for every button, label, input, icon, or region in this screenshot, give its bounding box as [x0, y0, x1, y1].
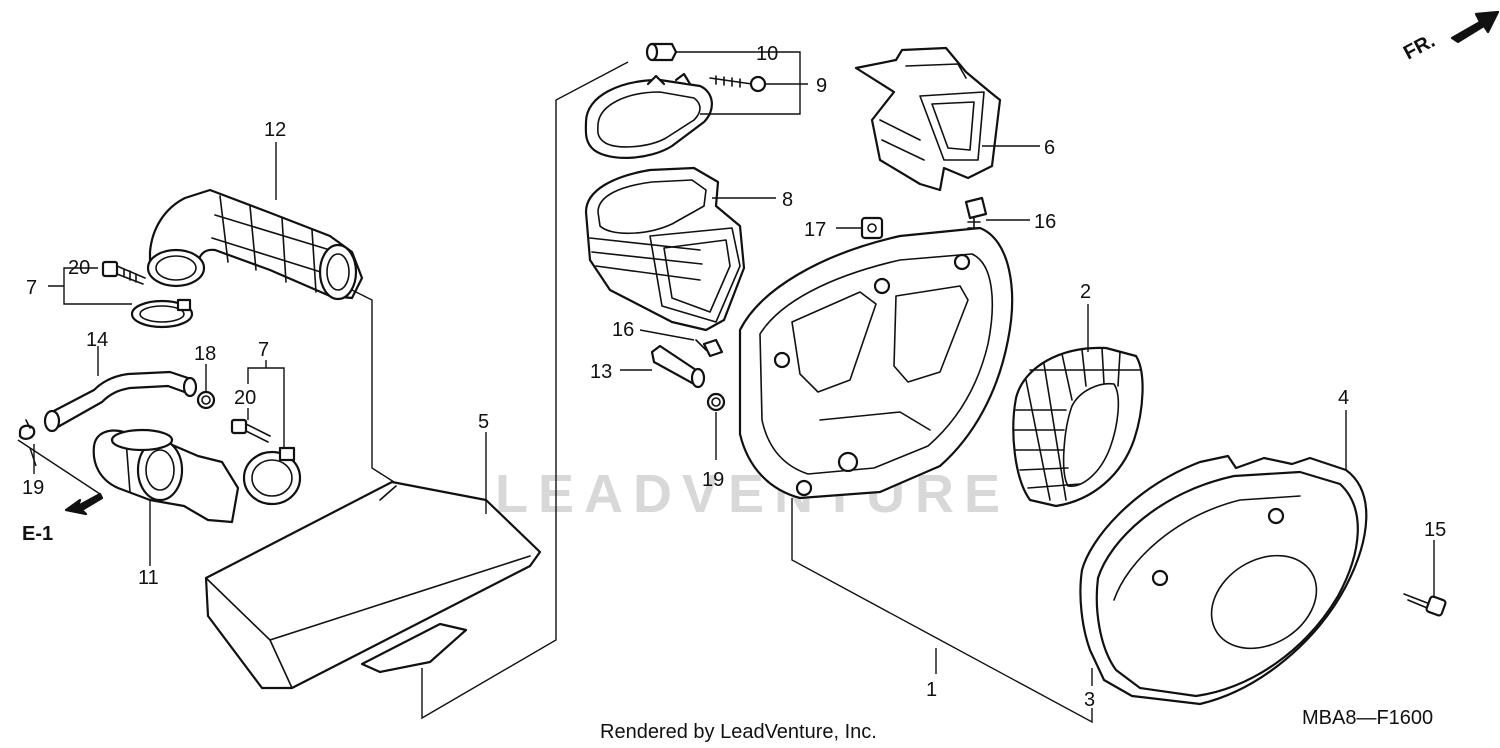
callout-13: 13	[590, 361, 612, 383]
callout-19-right: 19	[702, 469, 724, 491]
part-2-filter[interactable]	[1012, 346, 1144, 508]
part-16-bolt-lower[interactable]	[695, 338, 724, 358]
callout-1: 1	[926, 679, 937, 701]
callout-8: 8	[782, 189, 793, 211]
part-20-bolt-lower[interactable]	[230, 418, 271, 443]
callout-11: 11	[138, 567, 159, 589]
part-7-clamp-upper[interactable]	[130, 298, 194, 329]
leader-lines	[33, 51, 1435, 724]
part-14-hose[interactable]	[43, 370, 198, 433]
callout-labels: 1 2 3 4 5 6 7 7 8 9 10 11 12 13 14 15 16…	[22, 43, 1446, 711]
front-direction-label: FR.	[1400, 30, 1439, 65]
part-11-connecting-tube[interactable]	[92, 428, 240, 524]
part-1-housing[interactable]	[738, 226, 1014, 500]
part-19-clip-right[interactable]	[706, 392, 726, 412]
e1-reference: E-1	[17, 439, 104, 545]
callout-16-lower: 16	[612, 319, 634, 341]
callout-6: 6	[1044, 137, 1055, 159]
callout-2: 2	[1080, 281, 1091, 303]
e1-reference-label: E-1	[22, 523, 53, 545]
part-9-bolt[interactable]	[709, 75, 767, 93]
callout-14: 14	[86, 329, 108, 351]
callout-18: 18	[194, 343, 216, 365]
part-6-snorkel[interactable]	[854, 46, 1002, 192]
part-15-bolt[interactable]	[1403, 593, 1447, 617]
callout-16-upper: 16	[1034, 211, 1056, 233]
part-8-boot[interactable]	[584, 166, 746, 332]
callout-15: 15	[1424, 519, 1446, 541]
callout-12: 12	[264, 119, 286, 141]
part-10-cap[interactable]	[645, 42, 678, 62]
callout-3: 3	[1084, 689, 1095, 711]
callout-7-upper: 7	[26, 277, 37, 299]
callout-5: 5	[478, 411, 489, 433]
part-13-tube[interactable]	[650, 344, 706, 389]
callout-9: 9	[816, 75, 827, 97]
part-17-nut[interactable]	[860, 216, 884, 240]
part-18-clip[interactable]	[196, 390, 216, 410]
front-direction-arrow: FR.	[1400, 10, 1500, 65]
part-7-clamp-lower[interactable]	[242, 446, 302, 506]
callout-7-lower: 7	[258, 339, 269, 361]
watermark: LEADVENTURE	[495, 464, 1010, 524]
callout-20-lower: 20	[234, 387, 256, 409]
callout-4: 4	[1338, 387, 1349, 409]
diagram-code: MBA8—F1600	[1302, 707, 1433, 729]
callout-10: 10	[756, 43, 778, 65]
callout-19-left: 19	[22, 477, 44, 499]
part-19-clip-left[interactable]	[18, 419, 36, 440]
callout-17: 17	[804, 219, 826, 241]
render-credit: Rendered by LeadVenture, Inc.	[600, 721, 877, 743]
part-10-gasket[interactable]	[584, 72, 713, 159]
part-20-bolt-upper[interactable]	[101, 260, 146, 285]
callout-20-upper: 20	[68, 257, 90, 279]
part-5-lower-box[interactable]	[204, 480, 542, 690]
part-4-cover[interactable]	[1095, 470, 1359, 698]
part-12-intake-duct[interactable]	[146, 188, 364, 301]
